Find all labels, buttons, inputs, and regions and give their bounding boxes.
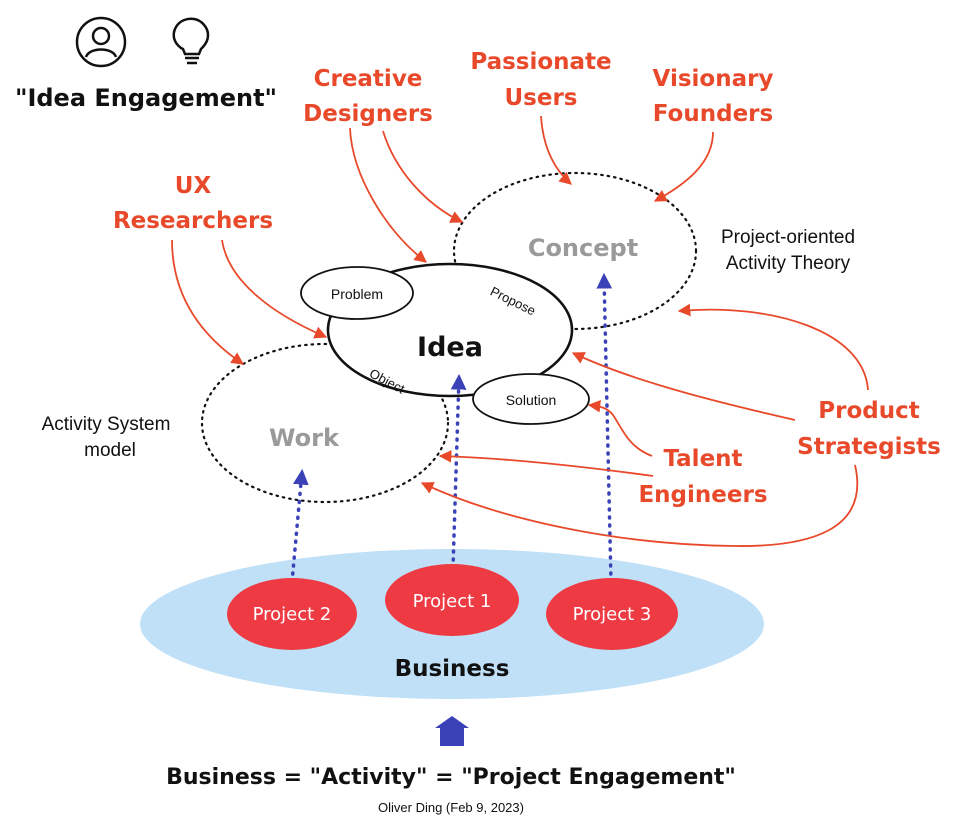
diagram-title: "Idea Engagement" xyxy=(15,84,277,112)
role-visionary-founders-line1: Visionary xyxy=(653,66,774,92)
project-3-ellipse xyxy=(546,578,678,650)
person-icon xyxy=(75,16,127,68)
project-2-ellipse xyxy=(227,578,357,650)
role-talent-engineers-line2: Engineers xyxy=(638,482,767,508)
product-strategists-to-idea-arrow xyxy=(571,352,796,421)
project-3-to-concept-arrow xyxy=(596,272,613,584)
idea-label: Idea xyxy=(417,332,483,363)
up-arrow-icon xyxy=(435,716,469,746)
ux-researchers-to-work-arrow xyxy=(171,239,245,365)
project-1-to-idea-arrow xyxy=(450,373,467,570)
creative-designers-to-idea-arrow xyxy=(349,127,427,263)
role-ux-researchers-line1: UX xyxy=(175,173,212,199)
work-circle xyxy=(200,342,450,504)
role-talent-engineers-line1: Talent xyxy=(663,446,742,472)
project-2-to-work-arrow xyxy=(290,468,309,584)
activity-system-model-line1: Activity System xyxy=(42,414,171,435)
problem-ellipse xyxy=(300,266,414,320)
role-product-strategists-line1: Product xyxy=(818,398,919,424)
role-passionate-users-line2: Users xyxy=(505,85,578,111)
role-creative-designers-line2: Designers xyxy=(303,101,433,127)
problem-label: Problem xyxy=(331,286,383,302)
product-strategists-to-concept-arrow xyxy=(677,303,869,391)
project-2-label: Project 2 xyxy=(253,604,332,625)
activity-system-model-line2: model xyxy=(84,440,136,461)
solution-label: Solution xyxy=(506,392,557,408)
business-equation: Business = "Activity" = "Project Engagem… xyxy=(166,765,736,790)
passionate-users-to-concept-arrow xyxy=(540,115,572,185)
talent-engineers-to-work-arrow xyxy=(438,450,654,477)
role-product-strategists-line2: Strategists xyxy=(797,434,941,460)
talent-engineers-to-solution-arrow xyxy=(587,399,653,457)
project-1-label: Project 1 xyxy=(413,591,492,612)
visionary-founders-to-concept-arrow xyxy=(653,131,714,202)
concept-circle xyxy=(452,171,698,331)
concept-label: Concept xyxy=(528,234,638,262)
role-creative-designers-line1: Creative xyxy=(314,66,423,92)
project-1-ellipse xyxy=(385,564,519,636)
solution-ellipse xyxy=(472,373,590,425)
product-strategists-to-work-arrow xyxy=(420,464,859,547)
ux-researchers-to-idea-arrow xyxy=(221,239,328,339)
work-label: Work xyxy=(269,424,340,452)
creative-designers-to-concept-arrow xyxy=(382,130,464,223)
project-3-label: Project 3 xyxy=(573,604,652,625)
role-passionate-users-line1: Passionate xyxy=(470,49,611,75)
role-ux-researchers-line2: Researchers xyxy=(113,208,273,234)
role-visionary-founders-line2: Founders xyxy=(653,101,773,127)
business-label: Business xyxy=(395,656,510,682)
project-oriented-theory-line1: Project-oriented xyxy=(721,227,855,248)
project-oriented-theory-line2: Activity Theory xyxy=(726,253,851,274)
lightbulb-icon xyxy=(172,17,210,65)
author-credit: Oliver Ding (Feb 9, 2023) xyxy=(378,800,524,815)
